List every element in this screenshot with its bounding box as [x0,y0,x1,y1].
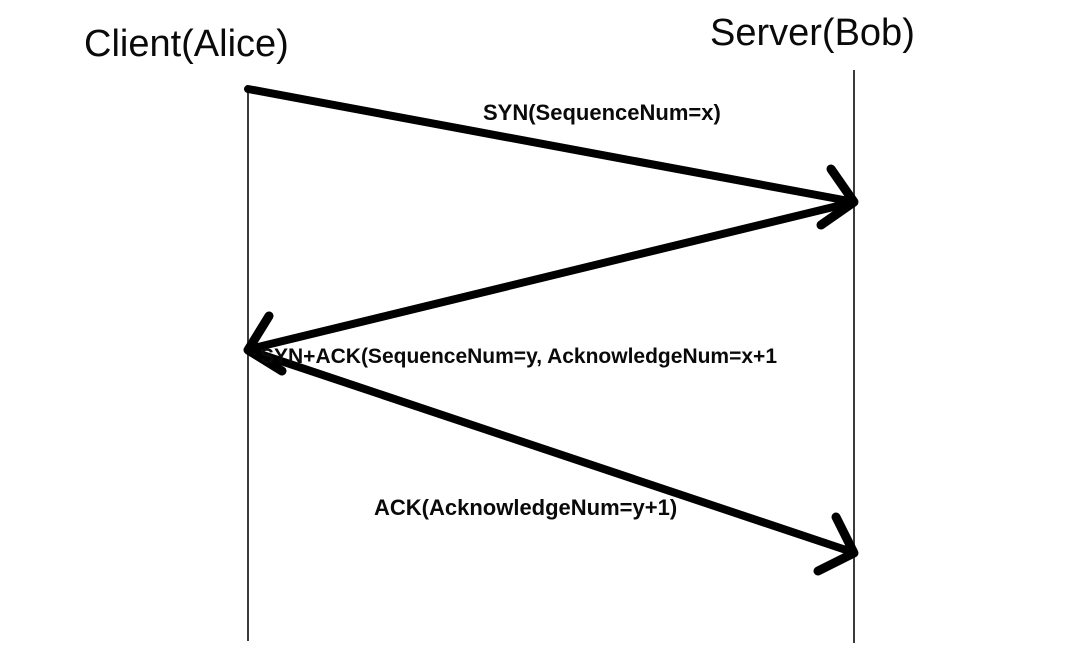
actor-label-client: Client(Alice) [84,23,289,65]
ack-arrowhead-icon [813,512,859,576]
syn-ack-arrow-shaft [250,198,858,352]
message-label-syn-ack: SYN+ACK(SequenceNum=y, AcknowledgeNum=x+… [260,345,777,368]
actor-label-server: Server(Bob) [710,12,915,54]
syn-arrow-shaft [244,85,853,205]
message-label-ack: ACK(AcknowledgeNum=y+1) [374,495,678,520]
ack-arrow-shaft [244,346,853,555]
message-label-syn: SYN(SequenceNum=x) [483,100,721,125]
ack-arrow [244,346,859,576]
